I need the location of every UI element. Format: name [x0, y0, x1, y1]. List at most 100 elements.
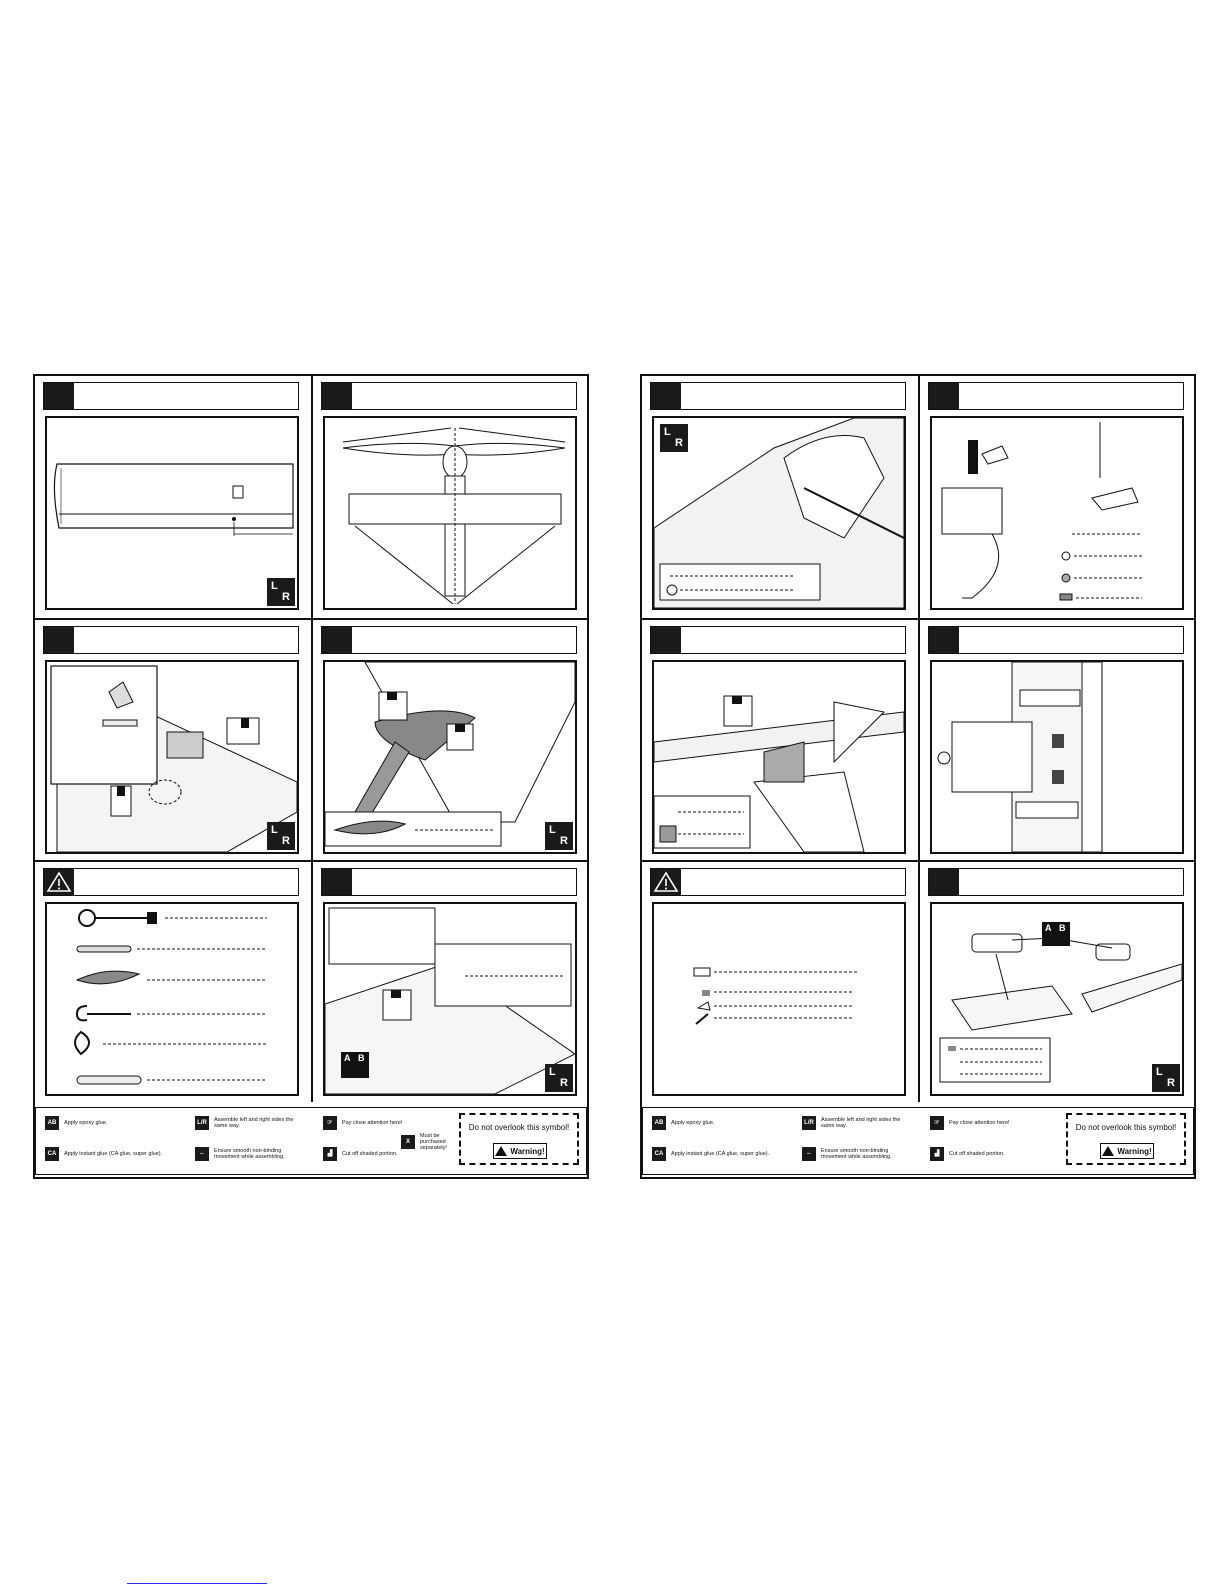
lr-icon: L/R [195, 1116, 209, 1130]
legend-attention: ☞Pay close attention here! [930, 1116, 1010, 1130]
legend-smooth: ⇔Ensure smooth non-binding movement whil… [195, 1147, 294, 1161]
step-header [928, 382, 1184, 410]
legend-cutoff: ▟Cut off shaded portion. [930, 1147, 1005, 1161]
step-panel [918, 376, 1194, 618]
step-header-warning [650, 868, 906, 896]
arrow-icon: ⇔ [195, 1147, 209, 1161]
warning-icon [651, 869, 681, 895]
wing-rib-diagram [325, 662, 575, 847]
legend-cutoff: ▟Cut off shaded portion. [323, 1147, 398, 1161]
step-number-box [322, 383, 352, 409]
arrow-icon: ⇔ [802, 1147, 816, 1161]
legend-frame [642, 1107, 1194, 1175]
step-panel [35, 860, 311, 1102]
alignment-diagram [342, 427, 566, 605]
step-number-box [322, 869, 352, 895]
step-header [650, 626, 906, 654]
cowl-diagram [654, 418, 904, 608]
strut-attach-diagram [325, 907, 575, 1094]
step-panel [311, 376, 587, 618]
step-header [43, 626, 299, 654]
epoxy-icon: AB [45, 1116, 59, 1130]
fuselage-top-diagram [937, 662, 1103, 852]
step-panel [642, 618, 918, 860]
hardware-list-diagram [693, 967, 858, 1025]
dont-overlook-text: Do not overlook this symbol! [1075, 1123, 1177, 1132]
ca-glue-icon: CA [652, 1147, 666, 1161]
tail-diagram [654, 695, 904, 852]
step-number-box [44, 627, 74, 653]
step-number-box [929, 627, 959, 653]
ca-glue-icon: CA [45, 1147, 59, 1161]
warning-badge: Warning! [1100, 1143, 1154, 1159]
step-number-box [929, 383, 959, 409]
cut-off-icon: ▟ [930, 1147, 944, 1161]
step-number-box [651, 627, 681, 653]
step-header [321, 382, 577, 410]
illustration-fuselage-top [930, 660, 1184, 854]
step-header-warning [43, 868, 299, 896]
legend-frame [35, 1107, 587, 1175]
footer-link-underline[interactable] [127, 1583, 267, 1584]
hand-point-icon: ☞ [930, 1116, 944, 1130]
legend-attention: ☞Pay close attention here! [323, 1116, 403, 1130]
illustration-tail [652, 660, 906, 854]
wing-diagram [53, 463, 294, 536]
warning-icon [495, 1146, 508, 1156]
illustration-parts-list [45, 902, 299, 1096]
control-horn-diagram [50, 665, 297, 852]
step-header [321, 626, 577, 654]
dont-overlook-box: Do not overlook this symbol! Warning! [459, 1113, 579, 1165]
parts-list-diagram [74, 909, 267, 1085]
step-number-box [44, 383, 74, 409]
step-header [321, 868, 577, 896]
hand-point-icon: ☞ [323, 1116, 337, 1130]
x-mark-icon: X [401, 1135, 415, 1149]
illustration-hardware-list [652, 902, 906, 1096]
cut-off-icon: ▟ [323, 1147, 337, 1161]
step-panel [642, 860, 918, 1102]
illustration-alignment [323, 416, 577, 610]
step-number-box [929, 869, 959, 895]
warning-badge: Warning! [493, 1143, 547, 1159]
step-panel [918, 618, 1194, 860]
step-header [928, 626, 1184, 654]
legend-smooth: ⇔Ensure smooth non-binding movement whil… [802, 1147, 901, 1161]
illustration-servo [930, 416, 1184, 610]
dont-overlook-text: Do not overlook this symbol! [468, 1123, 570, 1132]
step-header [43, 382, 299, 410]
warning-icon [1102, 1146, 1115, 1156]
dont-overlook-box: Do not overlook this symbol! Warning! [1066, 1113, 1186, 1165]
step-header [928, 868, 1184, 896]
